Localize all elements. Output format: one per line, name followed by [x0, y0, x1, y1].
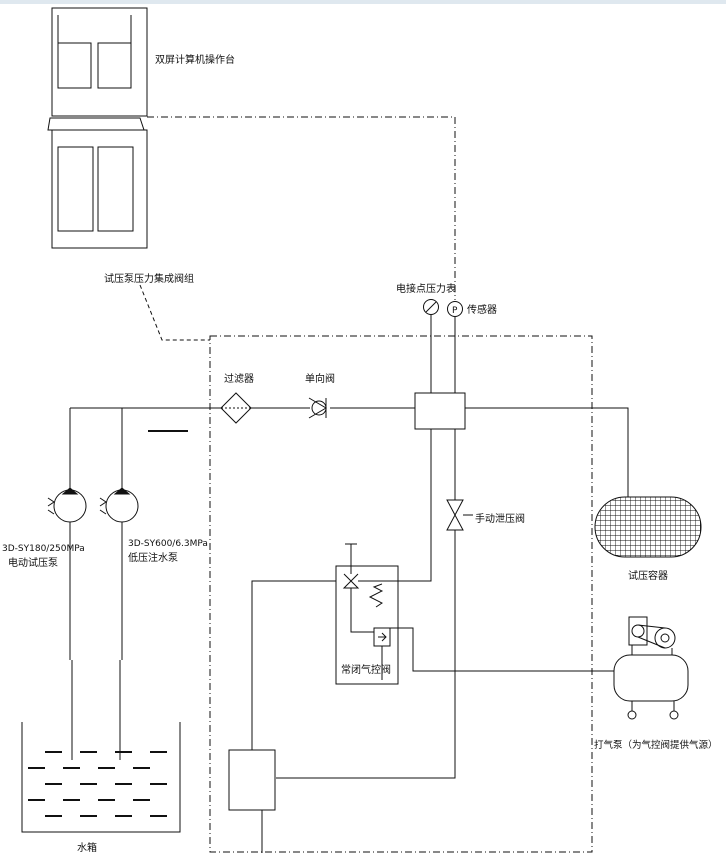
manifold-label-leader: [139, 284, 210, 341]
computer-console: [47, 7, 148, 249]
electric-pump-name: 电动试压泵: [8, 556, 58, 569]
air-pump-label: 打气泵（为气控阀提供气源）: [594, 739, 718, 751]
low-pump-name: 低压注水泵: [128, 551, 178, 564]
window-top-edge: [0, 0, 726, 4]
test-vessel: [594, 496, 702, 558]
electric-pump-model: 3D-SY180/250MPa: [2, 544, 85, 554]
contact-pressure-gauge: [423, 299, 439, 393]
pneumatic-valve: [251, 429, 614, 750]
console-signal-line: [147, 116, 456, 300]
manifold-boundary: [209, 335, 593, 853]
filter: [220, 392, 252, 424]
manual-relief-valve: [276, 429, 473, 779]
low-pump-model: 3D-SY600/6.3MPa: [128, 539, 208, 549]
test-vessel-label: 试压容器: [628, 569, 668, 582]
sensor-symbol: P: [452, 306, 458, 316]
manifold-label: 试压泵压力集成阀组: [104, 272, 194, 285]
electric-test-pump: [47, 408, 87, 760]
filter-label: 过滤器: [224, 372, 254, 385]
pressure-sensor: [447, 301, 463, 393]
contact-gauge-label: 电接点压力表: [396, 282, 456, 295]
water-tank-label: 水箱: [77, 841, 97, 853]
manual-relief-valve-label: 手动泄压阀: [475, 512, 525, 525]
water-tank: [21, 722, 181, 833]
check-valve: [308, 397, 327, 419]
main-pipeline: [70, 407, 629, 497]
sensor-label: 传感器: [467, 303, 497, 316]
air-compressor: [613, 616, 689, 720]
pneumatic-valve-label: 常闭气控阀: [341, 663, 391, 676]
check-valve-label: 单向阀: [305, 372, 335, 385]
lower-block: [228, 749, 276, 811]
low-pressure-pump: [99, 408, 139, 760]
manifold-block: [414, 392, 466, 430]
console-label: 双屏计算机操作台: [155, 53, 235, 66]
